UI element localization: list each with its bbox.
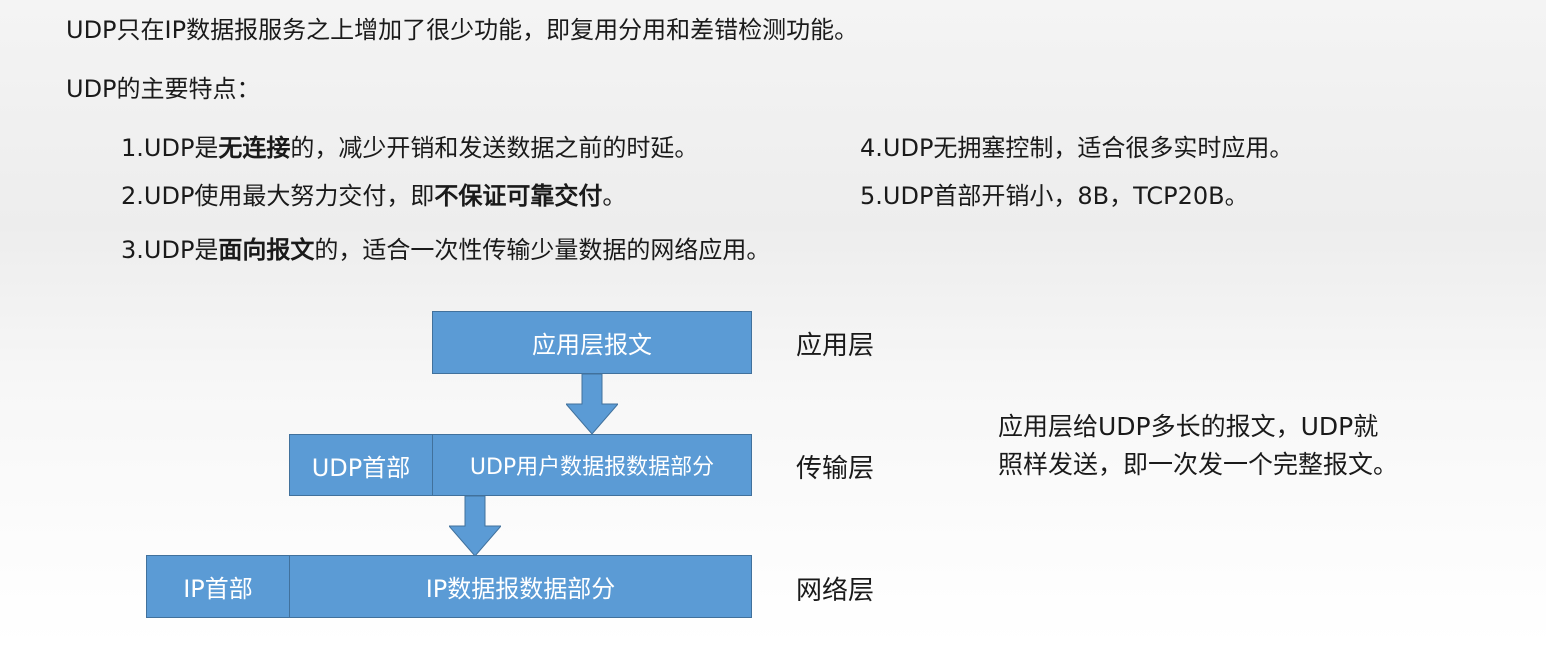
feature-item-4: 4.UDP无拥塞控制，适合很多实时应用。 (860, 134, 1294, 162)
layer-label-network: 网络层 (796, 576, 875, 606)
features-title: UDP的主要特点： (66, 75, 261, 103)
note-line-1: 应用层给UDP多长的报文，UDP就 (998, 412, 1379, 441)
feature-item-2: 2.UDP使用最大努力交付，即不保证可靠交付。 (121, 182, 627, 210)
ip-data-box: IP数据报数据部分 (289, 555, 752, 618)
ip-header-box: IP首部 (146, 555, 290, 618)
udp-data-box: UDP用户数据报数据部分 (432, 434, 752, 496)
udp-header-box: UDP首部 (289, 434, 433, 496)
note-line-2: 照样发送，即一次发一个完整报文。 (998, 450, 1399, 479)
feature-item-3: 3.UDP是面向报文的，适合一次性传输少量数据的网络应用。 (121, 236, 771, 264)
intro-text: UDP只在IP数据报服务之上增加了很少功能，即复用分用和差错检测功能。 (66, 16, 859, 44)
feature-item-1: 1.UDP是无连接的，减少开销和发送数据之前的时延。 (121, 134, 699, 162)
down-arrow-icon (566, 374, 618, 434)
app-message-box: 应用层报文 (432, 311, 752, 374)
feature-item-5: 5.UDP首部开销小，8B，TCP20B。 (860, 182, 1249, 210)
layer-label-application: 应用层 (796, 331, 875, 361)
layer-label-transport: 传输层 (796, 454, 875, 484)
down-arrow-icon (449, 496, 501, 556)
